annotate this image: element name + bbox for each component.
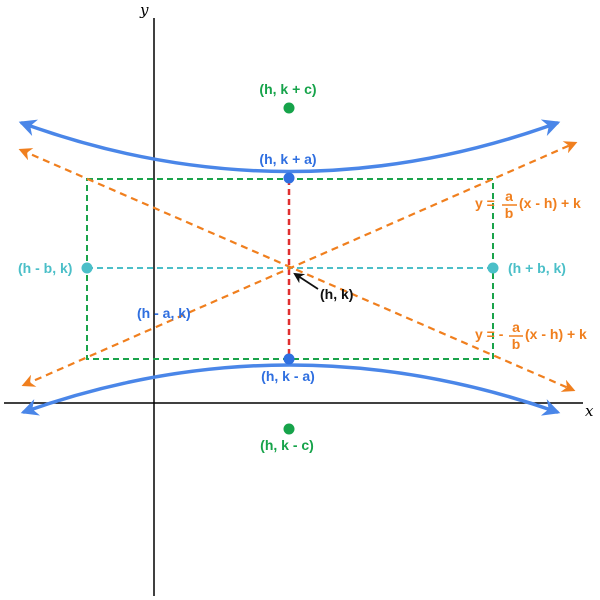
asymptote-equation-lower: y = - a b (x - h) + k	[475, 319, 587, 352]
focus-top-point	[283, 102, 295, 114]
semi-axis-label: (h - a, k)	[137, 305, 191, 321]
equation-upper-lhs: y =	[475, 195, 495, 211]
center-pointer-arrow	[293, 272, 319, 290]
vertex-bottom-point	[283, 353, 295, 365]
focus-top-label: (h, k + c)	[259, 81, 316, 97]
y-axis-label: y	[139, 1, 149, 19]
covertex-right-label: (h + b, k)	[508, 260, 566, 276]
asymptote-negative	[18, 148, 576, 392]
x-axis-label: x	[585, 402, 594, 420]
focus-bottom-label: (h, k - c)	[260, 437, 314, 453]
vertex-bottom-label: (h, k - a)	[261, 368, 315, 384]
covertex-left-label: (h - b, k)	[18, 260, 72, 276]
equation-upper-rest: (x - h) + k	[519, 195, 581, 211]
equation-lower-lhs: y = -	[475, 326, 504, 342]
vertex-top-point	[283, 172, 295, 184]
hyperbola-lower-branch	[20, 363, 561, 416]
equation-upper-denominator: b	[505, 205, 514, 221]
equation-lower-numerator: a	[512, 319, 520, 335]
covertex-left-point	[81, 262, 93, 274]
focus-bottom-point	[283, 423, 295, 435]
asymptote-equation-upper: y = a b (x - h) + k	[475, 188, 581, 221]
equation-upper-numerator: a	[505, 188, 513, 204]
equation-lower-denominator: b	[512, 336, 521, 352]
vertex-top-label: (h, k + a)	[259, 151, 316, 167]
covertex-right-point	[487, 262, 499, 274]
center-label: (h, k)	[320, 286, 353, 302]
equation-lower-rest: (x - h) + k	[525, 326, 587, 342]
hyperbola-upper-branch	[18, 119, 561, 174]
